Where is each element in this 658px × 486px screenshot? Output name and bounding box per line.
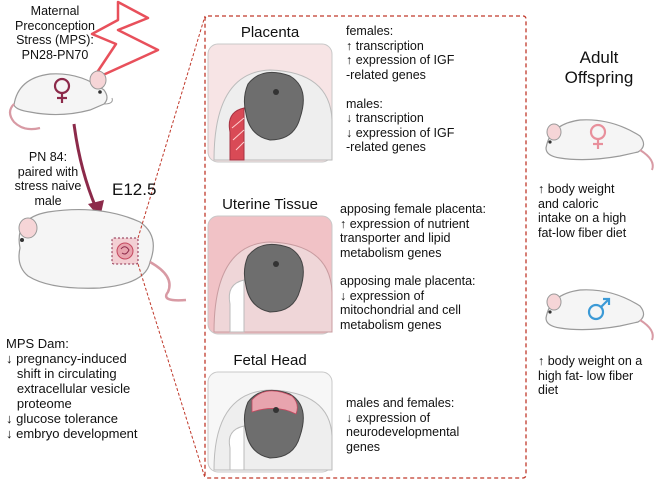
fetal-head-title: Fetal Head [233,352,307,369]
maternal-stress-label: Maternal Preconception Stress (MPS): PN2… [15,4,95,62]
female-mouse-top-icon [8,70,113,131]
placenta-title: Placenta [240,24,300,41]
placenta-effects: females: ↑ transcription ↑ expression of… [346,24,455,154]
offspring-title: Adult Offspring [564,48,634,87]
dam-effect-3: extracellular vesicle [6,381,131,396]
placenta-illustration [207,43,333,163]
timepoint-label: E12.5 [112,180,157,199]
uterine-male-effects: apposing male placenta: ↓ expression of … [340,274,476,332]
pairing-label: PN 84: paired with stress naive male [14,150,82,208]
fetal-head-illustration [207,371,333,473]
uterine-female-effects: apposing female placenta: ↑ expression o… [340,202,486,260]
fetal-head-effects: males and females: ↓ expression of neuro… [346,396,460,454]
dam-title: MPS Dam: [6,336,69,351]
female-offspring-effect: ↑ body weight and caloric intake on a hi… [538,182,627,240]
uterine-tissue-illustration [207,215,333,335]
uterine-title: Uterine Tissue [222,196,318,213]
adult-female-offspring-icon [545,119,654,171]
dam-effects-block: MPS Dam: ↓ pregnancy-induced shift in ci… [6,336,196,441]
male-offspring-effect: ↑ body weight on a high fat- low fiber d… [538,354,643,397]
dam-effect-1: ↓ pregnancy-induced [6,351,127,366]
dam-effect-6: ↓ embryo development [6,426,138,441]
dam-effect-2: shift in circulating [6,366,117,381]
pregnant-dam-mouse-icon [18,15,206,479]
adult-male-offspring-icon [545,289,654,341]
dam-effect-4: proteome [6,396,72,411]
detail-dashed-box [204,15,527,479]
dam-effect-5: ↓ glucose tolerance [6,411,119,426]
